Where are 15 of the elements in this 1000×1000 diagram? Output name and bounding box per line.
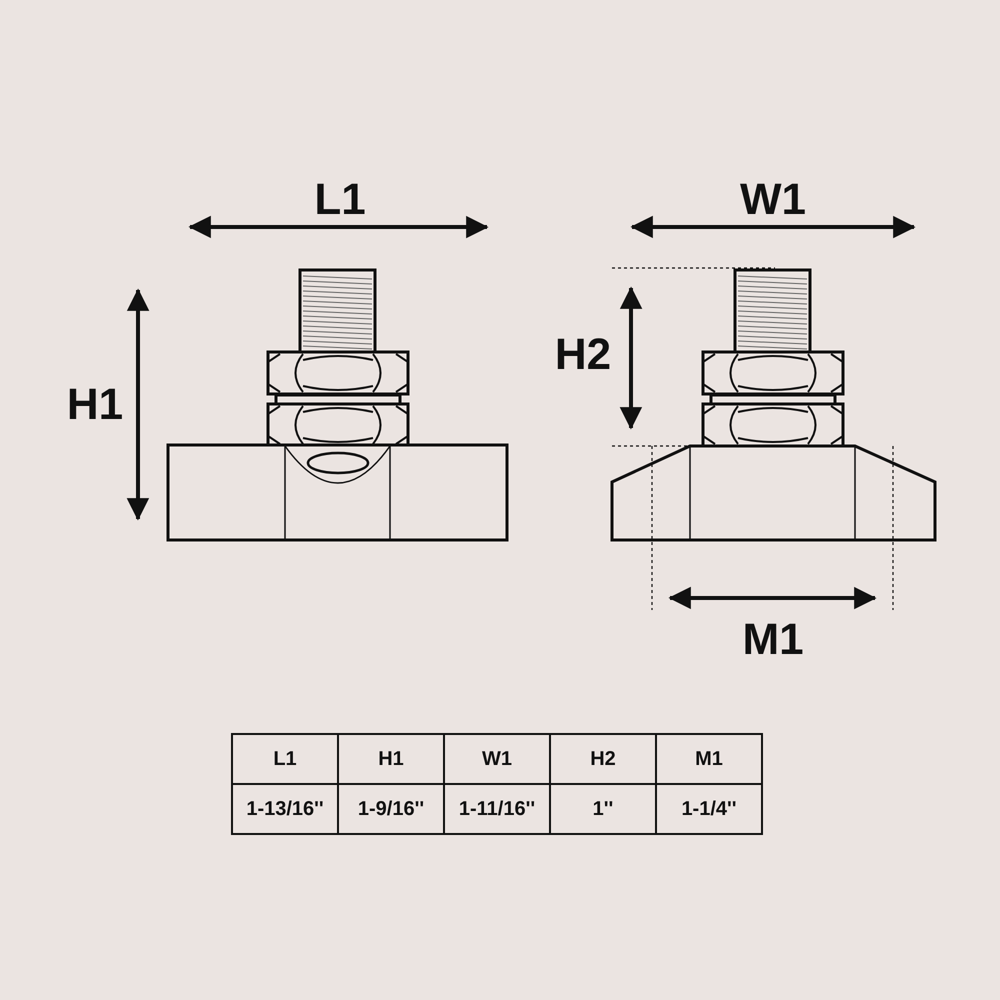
column-heading: H2 (550, 734, 656, 784)
dimension-value: 1-9/16'' (338, 784, 444, 834)
dimension-label: H2 (554, 330, 612, 380)
dimension-value: 1-1/4'' (656, 784, 762, 834)
column-heading: M1 (656, 734, 762, 784)
dimension-label: M1 (742, 615, 804, 665)
column-heading: W1 (444, 734, 550, 784)
column-heading: H1 (338, 734, 444, 784)
dimension-value: 1-11/16'' (444, 784, 550, 834)
dimension-label: L1 (314, 175, 366, 225)
dimension-value: 1-13/16'' (232, 784, 338, 834)
dimension-label: H1 (66, 380, 124, 430)
dimension-label: W1 (740, 175, 806, 225)
column-heading: L1 (232, 734, 338, 784)
dimension-value: 1'' (550, 784, 656, 834)
